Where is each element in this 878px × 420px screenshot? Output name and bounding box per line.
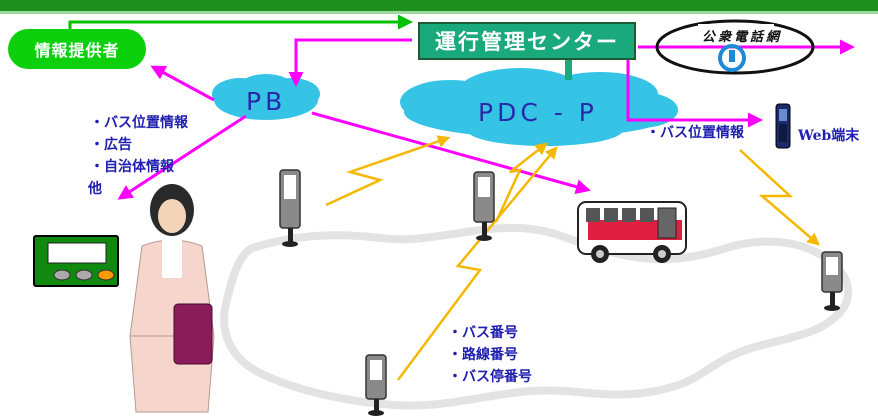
bus-route-loop [220, 223, 853, 410]
information-provider: 情報提供者 [8, 29, 146, 69]
pdcp-label: PDC - P [478, 98, 598, 127]
bus-stop [473, 171, 495, 241]
info-advertisement: ・広告 [90, 137, 132, 153]
web-terminal-label: Web端末 [798, 128, 860, 144]
info-municipality: ・自治体情報 [90, 159, 174, 175]
info-other: 他 [88, 181, 102, 197]
bus [577, 201, 687, 263]
pb-to-user-arrow [117, 114, 247, 200]
information-user [129, 184, 215, 413]
public-telephone-network-label: 公衆電話網 [702, 30, 783, 45]
pb-to-bus-arrow [311, 111, 591, 194]
pb-to-provider-arrow [150, 65, 215, 102]
wireless-link [325, 135, 451, 207]
wireless-link [494, 142, 548, 223]
header-bar [0, 0, 878, 11]
bus-stop [365, 354, 387, 416]
mobile-phone-icon [775, 103, 791, 149]
wireless-link [739, 149, 820, 246]
pb-cloud [212, 74, 320, 120]
route-number-label: ・路線番号 [448, 347, 518, 363]
web-bus-location-label: ・バス位置情報 [646, 125, 744, 141]
bus-stop [279, 169, 301, 247]
pstn-icon [718, 44, 746, 72]
center-to-web-arrow [626, 60, 763, 128]
center-to-pb-arrow [288, 38, 412, 87]
info-bus-location: ・バス位置情報 [90, 115, 188, 131]
bus-stop [821, 251, 843, 311]
pb-label: PB [246, 87, 287, 116]
pdcp-cloud [400, 68, 678, 146]
information-terminal [33, 235, 119, 287]
operations-management-center: 運行管理センター [418, 22, 636, 60]
provider-to-center-arrow [68, 14, 413, 30]
bus-number-label: ・バス番号 [448, 325, 518, 341]
bus-stop-number-label: ・バス停番号 [448, 369, 532, 385]
wireless-link [396, 146, 558, 381]
pstn-ellipse [655, 19, 815, 75]
